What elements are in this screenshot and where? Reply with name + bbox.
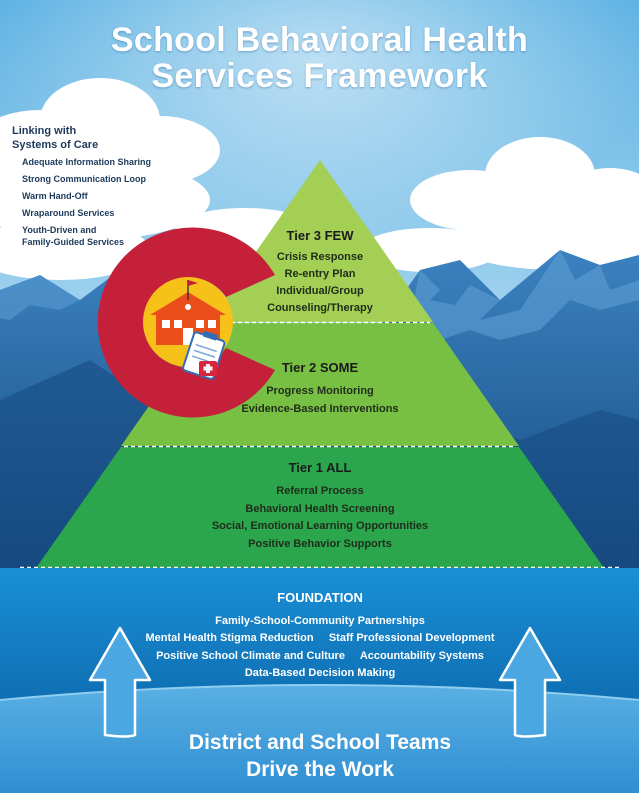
foundation-line: Positive School Climate and Culture Acco…: [156, 650, 484, 662]
systems-item: Family-Guided Services: [22, 237, 125, 247]
foundation-line: Family-School-Community Partnerships: [215, 615, 425, 627]
bottom-band-edge: [0, 684, 639, 701]
title-line-2: Services Framework: [151, 57, 488, 95]
tier3-item: Individual/Group: [276, 285, 364, 297]
foundation-heading: FOUNDATION: [277, 590, 363, 605]
tier2-item: Evidence-Based Interventions: [241, 403, 399, 415]
medical-cross-icon: [199, 361, 217, 376]
systems-item: Strong Communication Loop: [22, 174, 146, 184]
systems-heading-line-1: Linking with: [12, 125, 77, 137]
up-arrow-icon: [88, 626, 152, 738]
systems-item: Warm Hand-Off: [22, 191, 88, 201]
up-arrow-icon: [498, 626, 562, 738]
title-line-1: School Behavioral Health: [110, 21, 529, 59]
tier1-heading: Tier 1 ALL: [288, 460, 352, 475]
systems-item: Youth-Driven and: [22, 225, 97, 235]
logo-c-shape: [97, 227, 275, 418]
foundation-line: Mental Health Stigma Reduction Staff Pro…: [145, 632, 495, 644]
systems-item: Wraparound Services: [22, 208, 115, 218]
tier2-item: Progress Monitoring: [266, 385, 374, 397]
bottom-line-1: District and School Teams: [188, 731, 452, 754]
tier3-item: Crisis Response: [276, 251, 364, 263]
foundation-band: [0, 568, 639, 700]
tier3-heading: Tier 3 FEW: [286, 228, 354, 243]
tier1-item: Behavioral Health Screening: [245, 503, 395, 515]
tier3-band: [207, 160, 433, 322]
systems-heading-line-2: Systems of Care: [12, 139, 99, 151]
bottom-line-2: Drive the Work: [246, 758, 394, 781]
bottom-band: [0, 685, 639, 793]
tier1-item: Referral Process: [276, 485, 364, 497]
foundation-line: Data-Based Decision Making: [244, 667, 396, 679]
systems-item: Adequate Information Sharing: [22, 157, 152, 167]
tier1-item: Positive Behavior Supports: [248, 538, 392, 550]
tier3-item: Re-entry Plan: [284, 268, 356, 280]
tier3-item: Counseling/Therapy: [267, 302, 373, 314]
tier1-item: Social, Emotional Learning Opportunities: [211, 520, 429, 532]
tier1-band: [36, 447, 604, 568]
tier2-heading: Tier 2 SOME: [281, 360, 359, 375]
colorado-c-logo: [97, 227, 275, 418]
